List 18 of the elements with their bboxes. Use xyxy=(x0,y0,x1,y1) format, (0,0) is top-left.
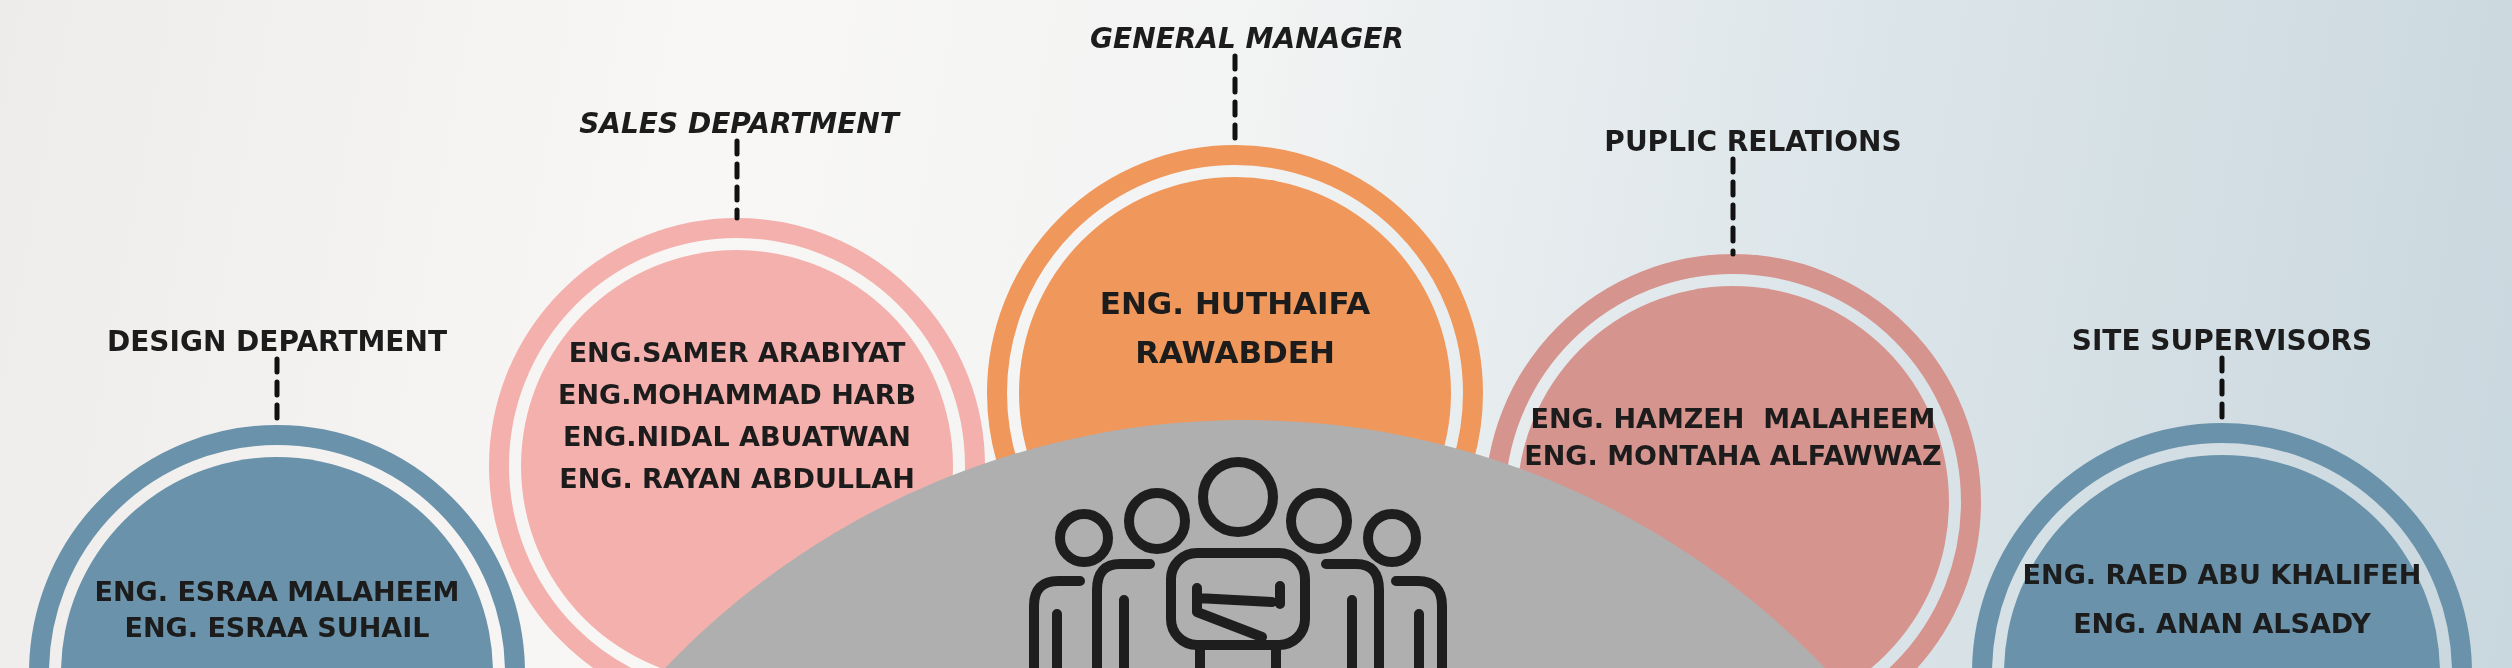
staff-name: ENG. RAYAN ABDULLAH xyxy=(559,461,915,496)
role-heading: GENERAL MANAGER xyxy=(1090,22,1404,56)
staff-name: ENG.MOHAMMAD HARB xyxy=(557,377,917,412)
staff-name: ENG. ESRAA MALAHEEM xyxy=(94,574,460,609)
dashed-connector xyxy=(734,138,740,221)
role-heading: DESIGN DEPARTMENT xyxy=(107,325,447,359)
staff-name: ENG. ESRAA SUHAIL xyxy=(124,610,430,645)
dashed-connector xyxy=(1730,156,1736,257)
role-heading: SALES DEPARTMENT xyxy=(579,107,899,141)
staff-name: ENG. HUTHAIFA RAWABDEH xyxy=(1098,283,1372,372)
role-heading: PUPLIC RELATIONS xyxy=(1604,125,1902,159)
role-heading: SITE SUPERVISORS xyxy=(2071,324,2373,358)
staff-name: ENG. RAED ABU KHALIFEH xyxy=(2022,557,2422,592)
staff-name: ENG. HAMZEH MALAHEEM xyxy=(1530,401,1936,436)
staff-name: ENG. ANAN ALSADY xyxy=(2073,606,2371,641)
staff-name: ENG.SAMER ARABIYAT xyxy=(568,335,906,370)
staff-name: ENG. MONTAHA ALFAWWAZ xyxy=(1524,438,1942,473)
staff-name: ENG.NIDAL ABUATWAN xyxy=(563,419,911,454)
